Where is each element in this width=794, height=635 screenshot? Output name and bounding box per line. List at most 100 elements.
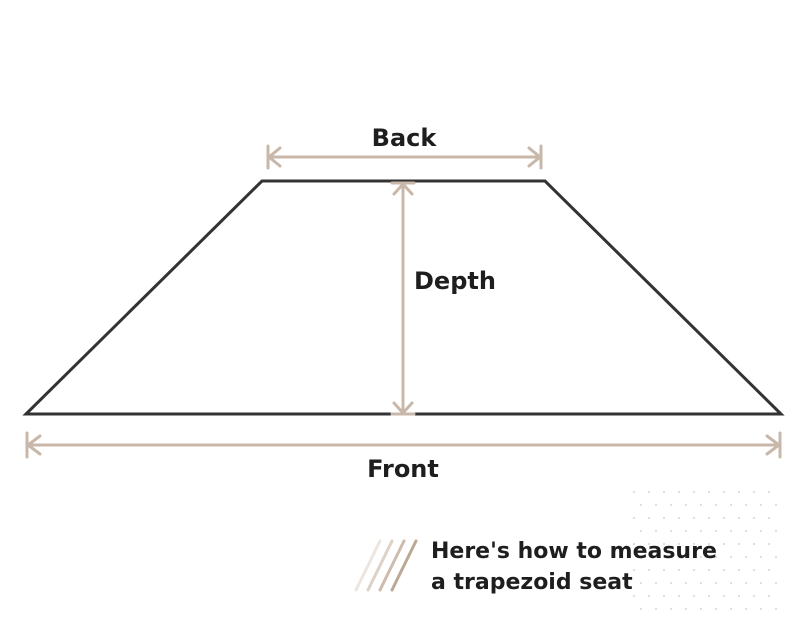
pattern-dot (722, 490, 726, 494)
pattern-dot (639, 607, 643, 611)
pattern-dot (692, 516, 696, 520)
pattern-dot (639, 581, 643, 585)
pattern-dot (744, 529, 748, 533)
pattern-dot (752, 490, 756, 494)
pattern-dot (707, 542, 711, 546)
caption-line-2: a trapezoid seat (431, 570, 633, 595)
depth-dimension-arrow (390, 181, 416, 416)
pattern-dot (647, 594, 651, 598)
pattern-dot (714, 503, 718, 507)
pattern-dot (639, 529, 643, 533)
pattern-dot (654, 607, 658, 611)
diagonal-stripes-icon (354, 539, 418, 592)
pattern-dot (632, 490, 636, 494)
pattern-dot (669, 529, 673, 533)
pattern-dot (632, 516, 636, 520)
caption: Here's how to measure a trapezoid seat (431, 536, 771, 598)
pattern-dot (759, 503, 763, 507)
pattern-dot (714, 529, 718, 533)
pattern-dot (639, 555, 643, 559)
pattern-dot (699, 555, 703, 559)
caption-line-1: Here's how to measure (431, 539, 717, 564)
pattern-dot (677, 516, 681, 520)
pattern-dot (729, 503, 733, 507)
pattern-dot (707, 568, 711, 572)
pattern-dot (714, 607, 718, 611)
pattern-dot (684, 555, 688, 559)
pattern-dot (774, 607, 778, 611)
pattern-dot (752, 594, 756, 598)
pattern-dot (759, 529, 763, 533)
pattern-dot (729, 607, 733, 611)
pattern-dot (677, 594, 681, 598)
trapezoid-outline (22, 179, 785, 416)
pattern-dot (662, 490, 666, 494)
pattern-dot (647, 516, 651, 520)
pattern-dot (722, 594, 726, 598)
pattern-dot (692, 594, 696, 598)
pattern-dot (647, 490, 651, 494)
pattern-dot (707, 594, 711, 598)
pattern-dot (752, 568, 756, 572)
pattern-dot (737, 594, 741, 598)
pattern-dot (759, 581, 763, 585)
pattern-dot (699, 581, 703, 585)
pattern-dot (774, 503, 778, 507)
pattern-dot (737, 568, 741, 572)
pattern-dot (714, 581, 718, 585)
pattern-dot (737, 490, 741, 494)
pattern-dot (684, 529, 688, 533)
pattern-dot (632, 594, 636, 598)
pattern-dot (654, 503, 658, 507)
pattern-dot (722, 568, 726, 572)
pattern-dot (744, 503, 748, 507)
pattern-dot (752, 516, 756, 520)
pattern-dot (647, 568, 651, 572)
pattern-dot (774, 581, 778, 585)
pattern-dot (669, 581, 673, 585)
pattern-dot (639, 503, 643, 507)
pattern-dot (632, 542, 636, 546)
pattern-dot (737, 542, 741, 546)
pattern-dot (677, 490, 681, 494)
pattern-dot (654, 555, 658, 559)
pattern-dot (669, 555, 673, 559)
pattern-dot (767, 516, 771, 520)
pattern-dot (699, 529, 703, 533)
pattern-dot (632, 568, 636, 572)
pattern-dot (752, 542, 756, 546)
pattern-dot (744, 581, 748, 585)
pattern-dot (767, 542, 771, 546)
front-dimension-arrow (25, 431, 782, 459)
pattern-dot (647, 542, 651, 546)
pattern-dot (692, 542, 696, 546)
pattern-dot (767, 594, 771, 598)
pattern-dot (767, 490, 771, 494)
pattern-dot (669, 607, 673, 611)
pattern-dot (722, 542, 726, 546)
dot-grid-pattern (632, 490, 778, 611)
pattern-dot (722, 516, 726, 520)
pattern-dot (699, 607, 703, 611)
pattern-dot (744, 607, 748, 611)
pattern-dot (774, 529, 778, 533)
pattern-dot (707, 516, 711, 520)
pattern-dot (692, 568, 696, 572)
pattern-dot (662, 516, 666, 520)
pattern-dot (759, 555, 763, 559)
pattern-dot (654, 581, 658, 585)
depth-label: Depth (414, 267, 496, 295)
pattern-dot (692, 490, 696, 494)
pattern-dot (662, 542, 666, 546)
pattern-dot (699, 503, 703, 507)
front-label: Front (367, 455, 439, 483)
pattern-dot (677, 568, 681, 572)
back-label: Back (372, 124, 438, 152)
pattern-dot (744, 555, 748, 559)
pattern-dot (684, 581, 688, 585)
pattern-dot (737, 516, 741, 520)
pattern-dot (729, 555, 733, 559)
pattern-dot (714, 555, 718, 559)
pattern-dot (669, 503, 673, 507)
